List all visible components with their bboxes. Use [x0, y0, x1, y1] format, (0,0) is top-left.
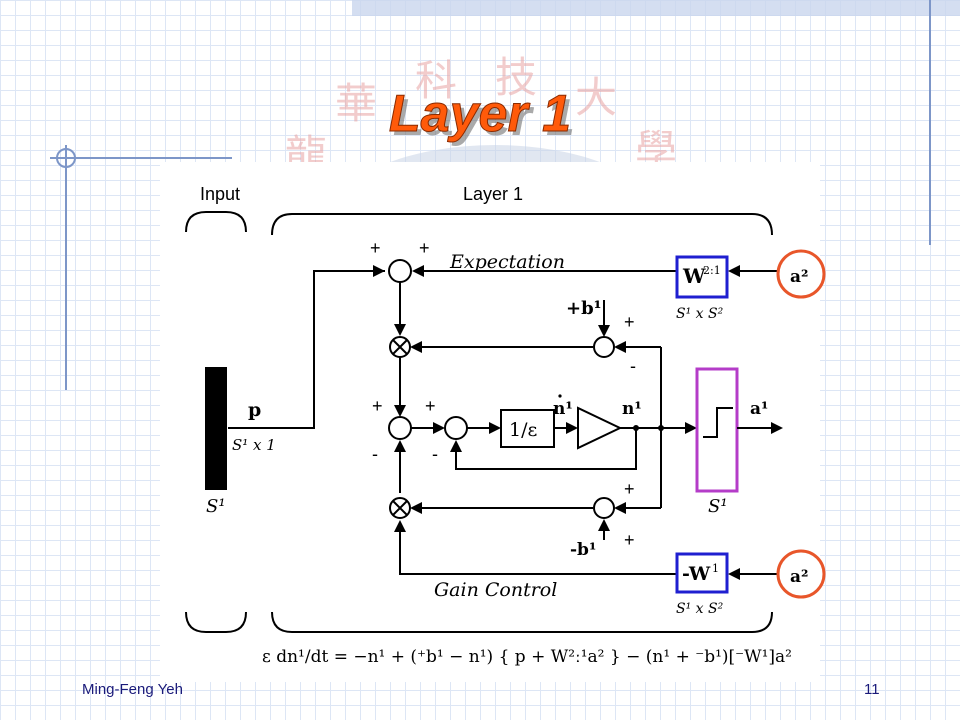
second-sum-junction: [444, 416, 468, 440]
plus-b1-arrow: [598, 325, 610, 337]
a2-top-circle: [776, 249, 826, 299]
mid-to-sum2-arrow: [433, 422, 445, 434]
footer-author: Ming-Feng Yeh: [82, 681, 183, 698]
n1-to-transfer-arrow: [685, 422, 697, 434]
transfer-step-icon: [703, 407, 733, 438]
top-sum-plus-left: +: [370, 238, 381, 258]
input-label: Input: [200, 184, 240, 204]
output-size-label: S¹: [708, 496, 728, 517]
seal-char-3: 科: [415, 56, 457, 105]
p-label: p: [248, 399, 261, 421]
neg-w1-dim-label: S¹ x S²: [676, 601, 724, 617]
n1-feedback-upper-arrow: [614, 341, 626, 353]
neg-w1-weight-box: [675, 552, 729, 594]
inner-feedback-arrow: [450, 440, 462, 452]
gain-control-arrow: [394, 520, 406, 532]
sum2-to-eps-arrow: [489, 422, 501, 434]
seal-char-5: 大: [575, 73, 617, 122]
top-sum-junction: [388, 259, 412, 283]
shunting-equation: ε dn¹/dt = −n¹ + (⁺b¹ − n¹) { p + W²ː¹a²…: [262, 647, 792, 667]
lower-multiplier-cross: [392, 500, 408, 516]
minus-b1-label: -b¹: [570, 540, 596, 560]
p-dim-label: S¹ x 1: [232, 436, 276, 454]
mid-sum-plus-left: +: [372, 396, 383, 416]
lower-mult-to-mid-arrow: [394, 440, 406, 452]
plus-b1-label: +b¹: [566, 298, 602, 319]
seal-char-2: 華: [335, 79, 377, 128]
lower-bias-plus-top: +: [624, 479, 635, 499]
inner-feedback-wire: [455, 428, 637, 470]
w21-output-arrow: [412, 265, 424, 277]
p-arrow: [373, 265, 385, 277]
top-sum-plus-right: +: [419, 238, 430, 258]
mid-sum-minus-left: -: [372, 444, 378, 464]
lower-bias-arrow: [410, 502, 422, 514]
title-shadow: Layer 1: [393, 89, 575, 147]
neg-w1-superscript: 1: [712, 562, 719, 575]
eps-to-int-arrow: [566, 422, 578, 434]
mid-sum-minus-right: -: [432, 444, 438, 464]
seal-char-4: 技: [495, 53, 537, 102]
gain-control-label: Gain Control: [434, 579, 557, 601]
lower-bias-plus-right: +: [624, 530, 635, 550]
upper-bias-arrow: [410, 341, 422, 353]
a1-output-arrow: [771, 422, 783, 434]
ndot-label: n¹: [553, 399, 573, 419]
a1-label: a¹: [750, 399, 768, 419]
a2-bottom-label: a²: [790, 567, 808, 587]
minus-b1-arrow: [598, 519, 610, 531]
a2-bottom-arrow: [728, 568, 740, 580]
p-wire: [228, 270, 385, 429]
integrator-symbol: [577, 406, 623, 450]
upper-bias-plus: +: [624, 312, 635, 332]
a2-top-arrow: [728, 265, 740, 277]
a2-top-label: a²: [790, 267, 808, 287]
ndot-dot: [558, 394, 562, 398]
mid-sum-junction: [388, 416, 412, 440]
inverse-epsilon-box: [500, 409, 555, 448]
input-size-label: S¹: [206, 496, 226, 517]
gain-control-wire: [399, 524, 677, 575]
w21-dim-label: S¹ x S²: [676, 306, 724, 322]
top-to-mult-arrow: [394, 324, 406, 336]
neg-w1-label: -W: [682, 563, 711, 585]
w21-label: W: [682, 264, 706, 288]
a2-bottom-circle: [776, 549, 826, 599]
lower-bias-junction: [593, 497, 615, 519]
upper-multiplier-cross: [392, 339, 408, 355]
input-bottom-bracket: [185, 611, 247, 633]
inverse-epsilon-label: 1/ε: [509, 419, 537, 441]
n1-label: n¹: [622, 399, 642, 419]
page-number: 11: [864, 681, 880, 698]
upper-bias-minus: -: [630, 356, 636, 376]
mid-sum-plus-right: +: [425, 396, 436, 416]
slide-title: Layer 1: [389, 85, 571, 143]
top-band: [352, 0, 960, 16]
expectation-label: Expectation: [449, 251, 565, 273]
input-top-bracket: [185, 211, 247, 233]
n1-feedback-lower-arrow: [614, 502, 626, 514]
layer-label: Layer 1: [463, 184, 523, 204]
mult-to-mid-arrow: [394, 405, 406, 417]
frame-ring: [56, 148, 76, 168]
upper-bias-junction: [593, 336, 615, 358]
input-vector-bar: [205, 367, 227, 490]
w21-superscript: 2:1: [703, 264, 721, 277]
w21-weight-box: [675, 255, 729, 299]
layer-bottom-bracket: [271, 611, 773, 633]
layer-top-bracket: [271, 213, 773, 236]
